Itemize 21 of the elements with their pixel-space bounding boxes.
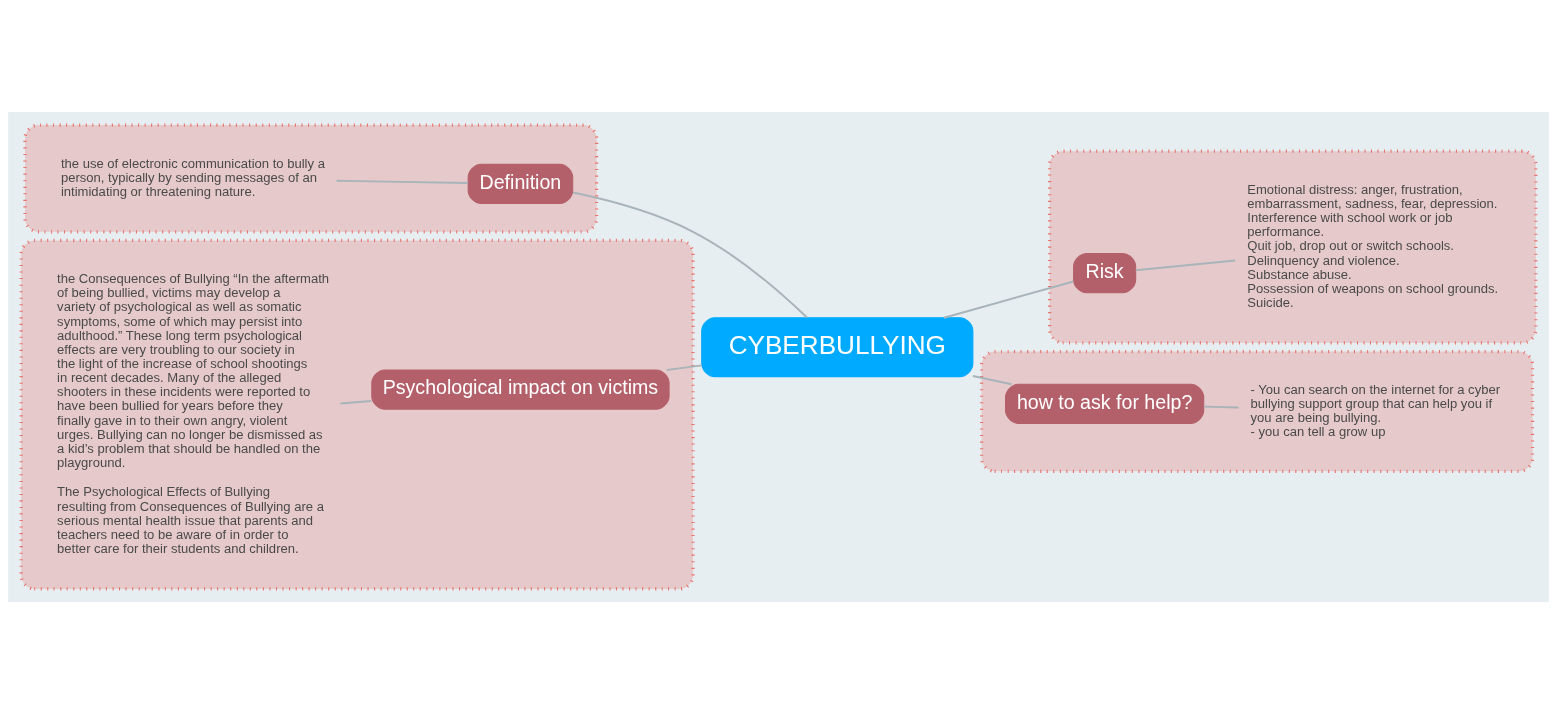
connector <box>1202 405 1240 409</box>
connector <box>335 179 469 184</box>
connector <box>665 363 703 371</box>
node-box: how to ask for help? <box>1005 383 1205 424</box>
node-box: Psychological impact on victims <box>371 369 670 410</box>
node-text: - You can search on the internet for a cyber bullying support group that can help you if you are being bullying. - you can tell a grow up <box>1250 381 1501 439</box>
connector <box>339 399 373 404</box>
cluster <box>19 238 695 591</box>
connector <box>942 280 1075 319</box>
cluster <box>23 122 599 233</box>
node-box: Definition <box>467 163 574 204</box>
cluster <box>1048 149 1538 344</box>
node-text: the Consequences of Bullying “In the aftermath of being bullied, victims may develop a variety of psychological as well as somatic symptoms, some of which may persist into adulthood.” These long term psychological effects are very troubling to our society in the light of the increase of school shootings in recent decades. Many of the alleged shooters in these incidents were reported to have been bullied for years before they finally gave in to their own angry, violent urges. Bullying can no longer be dismissed as a kid’s problem that should be handled on the playground. The Psychological Effects of Bullying resulting from Consequences of Bullying are a serious mental health issue that parents and teachers need to be aware of in order to better care for their students and children. <box>57 270 330 556</box>
node-text: the use of electronic communication to bully a person, typically by sending messages of an intimidating or threatening nature. <box>60 155 325 199</box>
connector <box>971 374 1013 385</box>
node-box: Risk <box>1073 252 1137 293</box>
connector <box>572 191 808 319</box>
connector <box>1134 259 1237 271</box>
node-text: Emotional distress: anger, frustration, embarrassment, sadness, fear, depression. Interference with school work or job performance. Quit job, drop out or switch schools. Delinquency and violence. Substance abuse. Possession of weapons on school grounds. Suicide. <box>1247 181 1499 310</box>
node-box: CYBERBULLYING <box>701 316 974 377</box>
cluster <box>979 349 1535 473</box>
